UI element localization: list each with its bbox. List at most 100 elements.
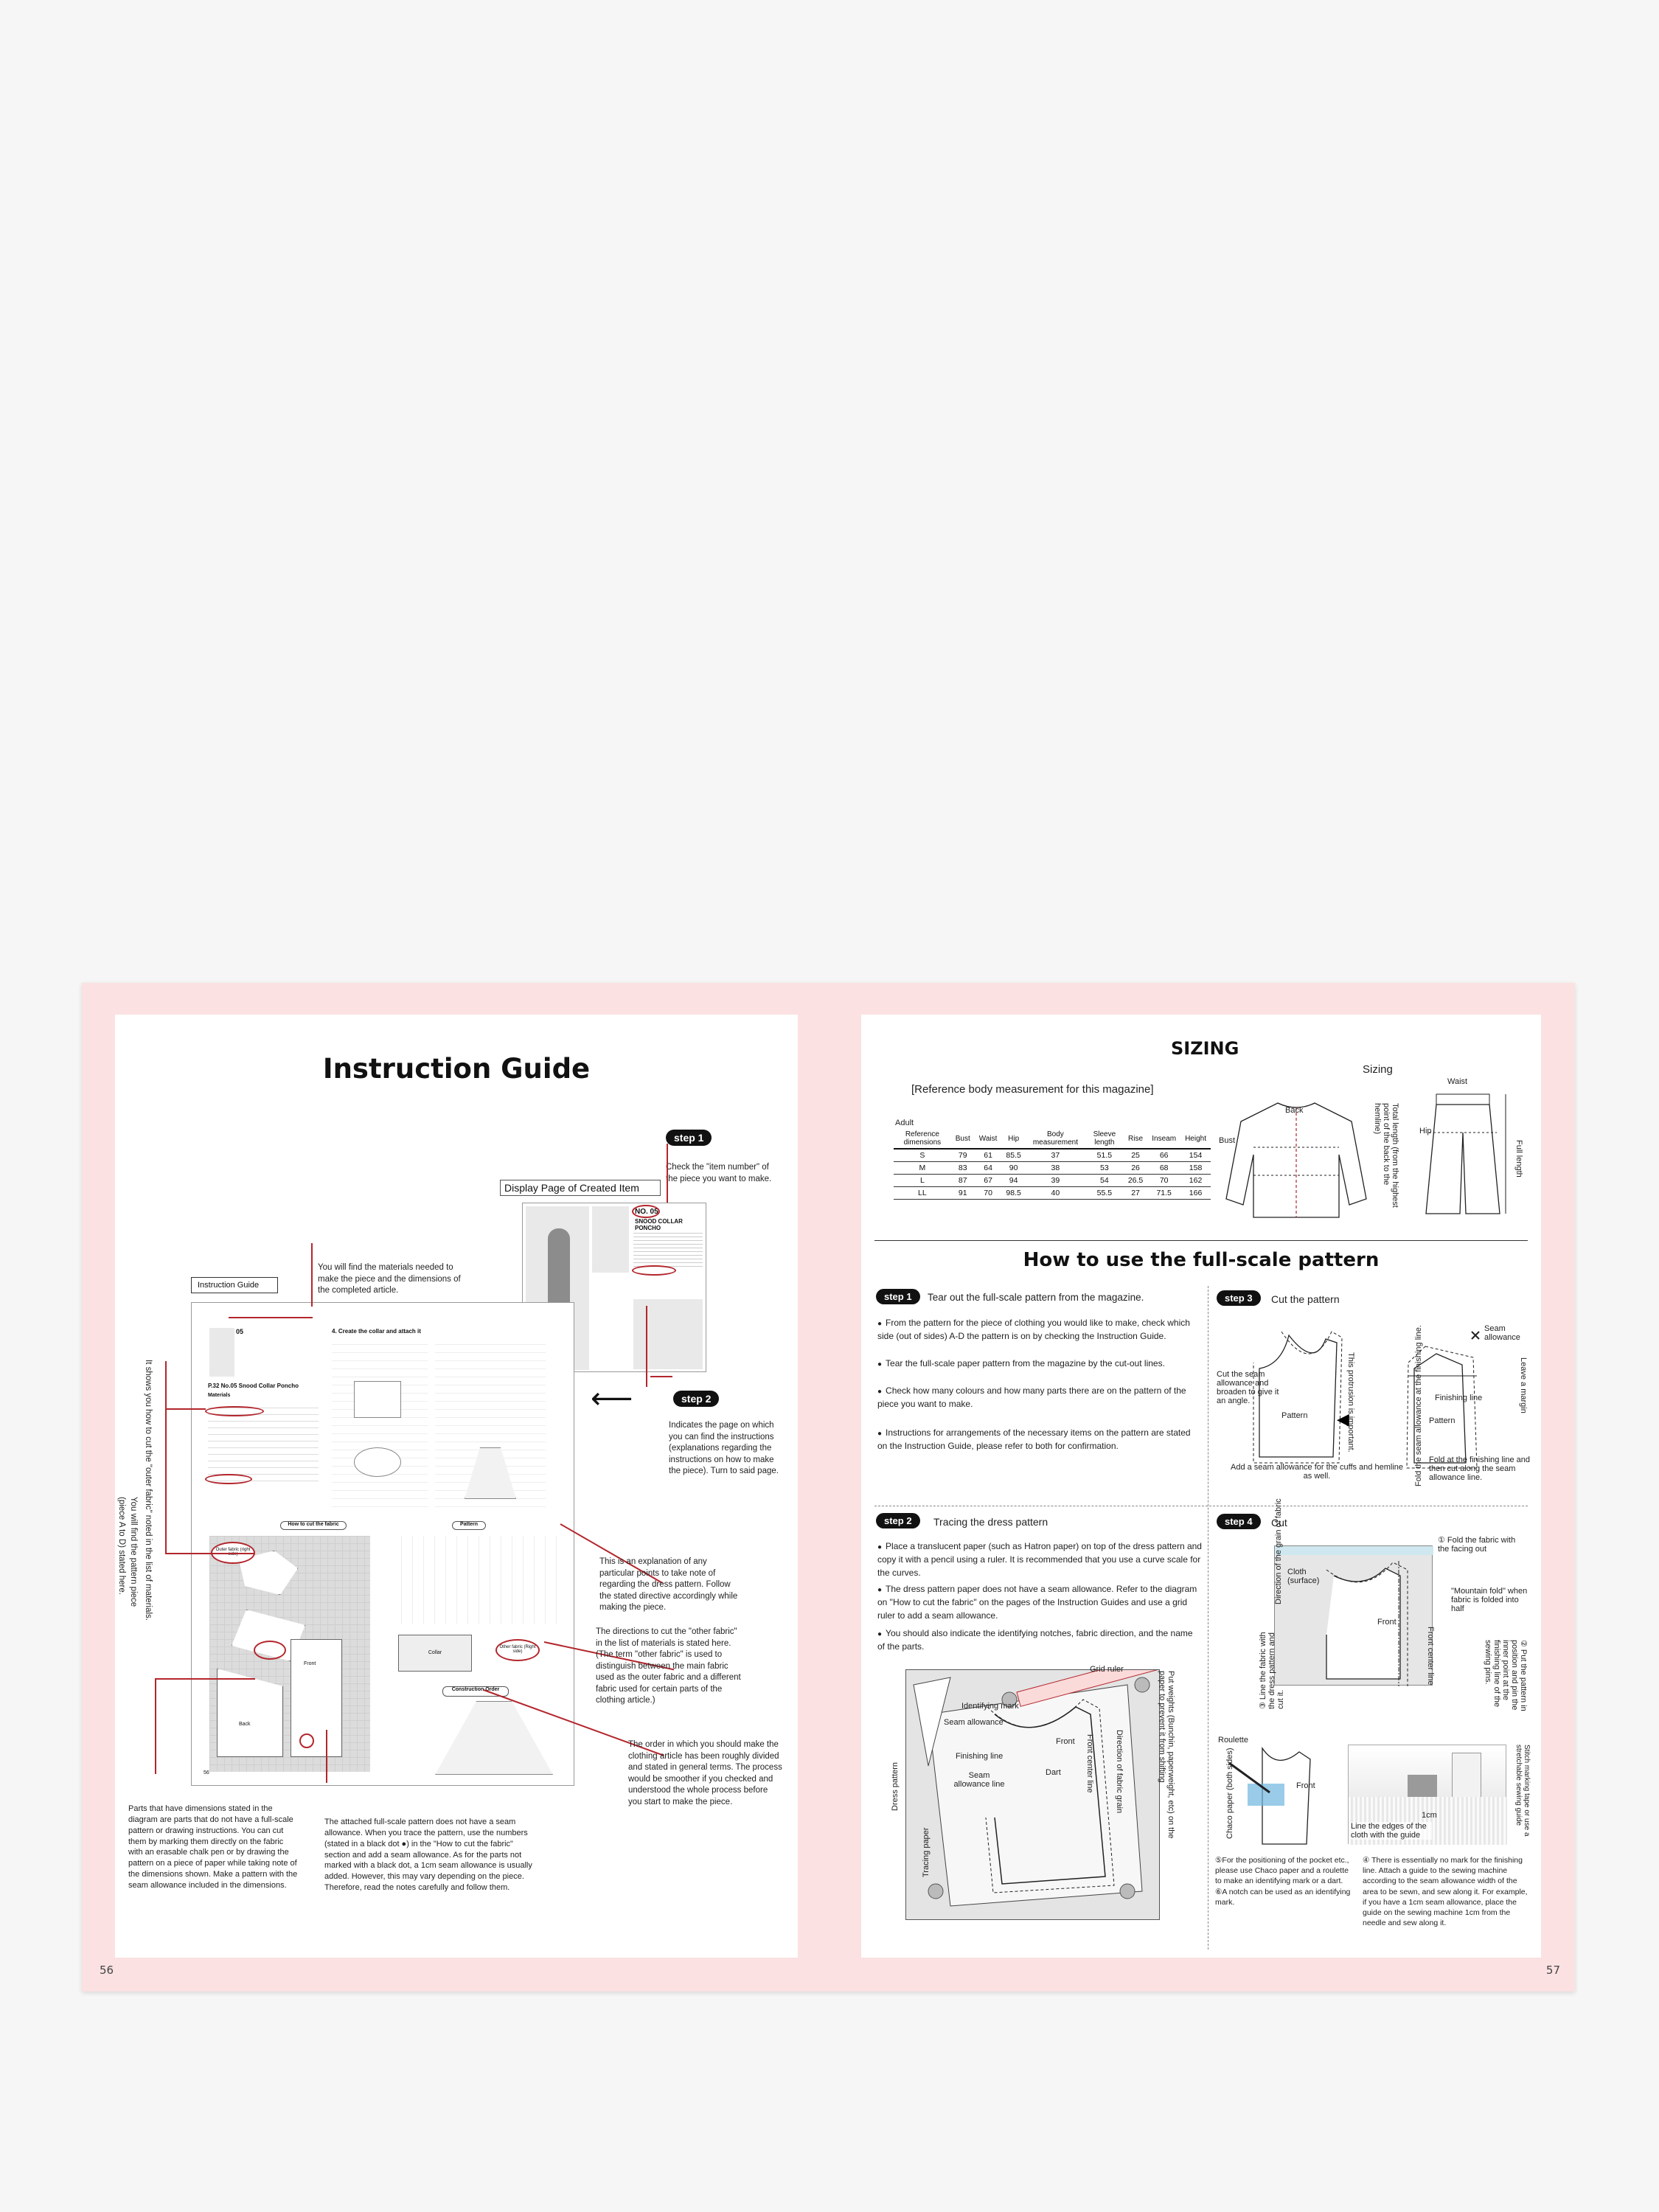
dimensions-leader [155, 1678, 156, 1774]
grain-label: Direction of the grain of fabric [1274, 1498, 1283, 1604]
size-cell: 83 [950, 1161, 975, 1175]
size-header-cell: Height [1180, 1129, 1211, 1150]
materials-note: You will find the materials needed to ma… [318, 1263, 461, 1295]
item-name: SNOOD COLLAR PONCHO [635, 1218, 683, 1231]
cut-leader-h [165, 1553, 254, 1554]
size-cell: 85.5 [1001, 1149, 1026, 1162]
dress-pattern-label: Dress pattern [891, 1761, 900, 1811]
mini-photo [209, 1328, 234, 1377]
mini-dimension-circle [254, 1641, 286, 1660]
mini-cutting-layout: Back Front Outer fabric (right side) [209, 1536, 370, 1772]
tracing-paper-label: Tracing paper [922, 1827, 931, 1877]
mini-collar-steps-2 [435, 1337, 546, 1514]
mini-seam-circle [299, 1733, 314, 1748]
arrow-left-icon: ⟵ [591, 1382, 633, 1415]
cut-fabric-svg [1275, 1546, 1433, 1686]
size-cell: 26 [1123, 1161, 1148, 1175]
finishing-line-label-2: Finishing line [956, 1752, 1004, 1761]
size-cell: 27 [1123, 1186, 1148, 1200]
mini-collar-rect: Collar [398, 1635, 472, 1672]
size-cell: 61 [974, 1149, 1002, 1162]
roulette-label: Roulette [1218, 1736, 1248, 1745]
magazine-spread: Instruction Guide step 1 Check the "item… [82, 983, 1575, 1992]
order-note: The order in which you should make the c… [628, 1740, 782, 1806]
back-label: Back [1285, 1106, 1304, 1115]
step4-badge: step 4 [1217, 1514, 1261, 1529]
mini-page-no: 56 [204, 1770, 209, 1775]
size-cell: 26.5 [1123, 1174, 1148, 1187]
explanation-note: This is an explanation of any particular… [599, 1557, 738, 1613]
size-cell: 71.5 [1147, 1186, 1181, 1200]
tracing-diagram-svg [913, 1653, 1164, 1907]
section-divider [874, 1240, 1528, 1241]
protrusion-label: This protrusion is important. [1346, 1352, 1355, 1453]
size-cell: 64 [974, 1161, 1002, 1175]
size-cell: 166 [1180, 1186, 1211, 1200]
step1-text: Check the "item number" of the piece you… [666, 1163, 772, 1183]
finishing-line-label: Finishing line [1435, 1394, 1483, 1402]
reference-title: [Reference body measurement for this mag… [911, 1083, 1154, 1096]
step1-bullet-1: From the pattern for the piece of clothi… [877, 1316, 1202, 1343]
front-label-2: Front [1377, 1618, 1397, 1627]
total-length-label: Total length (from the highest point of … [1373, 1103, 1399, 1208]
front-center-label-2: Front center line [1426, 1627, 1435, 1686]
other-fabric-note: The directions to cut the "other fabric"… [596, 1627, 741, 1705]
step1-badge: step 1 [876, 1289, 920, 1304]
pattern-b-label: Pattern [1429, 1416, 1455, 1425]
mini-front-label: Front [304, 1661, 316, 1666]
pants-figure [1425, 1093, 1506, 1214]
size-cell: 91 [950, 1186, 975, 1200]
cut-seam-label: Cut the seam allowance and broaden to gi… [1217, 1370, 1279, 1405]
size-cell: S [894, 1149, 951, 1162]
size-cell: 94 [1001, 1174, 1026, 1187]
fabric-grain-label: Direction of fabric grain [1115, 1730, 1124, 1814]
step3-diagram: ◀ [1253, 1331, 1480, 1469]
size-cell: 66 [1147, 1149, 1181, 1162]
leave-margin-label: Leave a margin [1519, 1357, 1528, 1413]
step2-badge: step 2 [876, 1513, 920, 1528]
size-cell: 67 [974, 1174, 1002, 1187]
sizing-label: Sizing [1363, 1063, 1393, 1076]
fold-cut-label: Fold at the finishing line and then cut … [1429, 1455, 1530, 1482]
item-number-circle [632, 1205, 660, 1218]
size-cell: 90 [1001, 1161, 1026, 1175]
step1-title: Tear out the full-scale pattern from the… [928, 1292, 1144, 1303]
full-length-label: Full length [1514, 1140, 1523, 1178]
step4-note-4: ④ There is essentially no mark for the f… [1363, 1856, 1528, 1928]
instruction-guide-thumbnail: 05 P.32 No.05 Snood Collar Poncho Materi… [191, 1302, 574, 1786]
right-page: SIZING [Reference body measurement for t… [861, 1015, 1541, 1958]
dimensions-note: Parts that have dimensions stated in the… [128, 1804, 298, 1890]
step2-bullet-3: You should also indicate the identifying… [877, 1627, 1202, 1653]
size-header-cell: Sleeve length [1085, 1129, 1124, 1150]
page-ref-circle [632, 1265, 676, 1276]
roulette-diagram [1228, 1746, 1311, 1845]
mini-back-label: Back [239, 1722, 251, 1727]
size-cell: 162 [1180, 1174, 1211, 1187]
mini-collar-steps [332, 1337, 428, 1514]
outer-fabric-leader [165, 1361, 167, 1553]
size-cell: 38 [1025, 1161, 1085, 1175]
size-cell: 25 [1123, 1149, 1148, 1162]
outer-fabric-note: It shows you how to cut the "outer fabri… [144, 1360, 153, 1621]
step2-text: Indicates the page on which you can find… [669, 1421, 779, 1476]
step2-badge: step 2 [673, 1391, 720, 1407]
front-label-3: Front [1296, 1781, 1315, 1790]
size-cell: 68 [1147, 1161, 1181, 1175]
mini-item-heading: P.32 No.05 Snood Collar Poncho [208, 1382, 299, 1389]
waist-label: Waist [1447, 1077, 1468, 1086]
step2-title: Tracing the dress pattern [933, 1516, 1048, 1528]
size-cell: 98.5 [1001, 1186, 1026, 1200]
step4-note-5: ⑤For the positioning of the pocket etc.,… [1215, 1856, 1351, 1907]
line-fabric-label: ③ Line the fabric with the dress pattern… [1259, 1632, 1285, 1709]
size-cell: 53 [1085, 1161, 1124, 1175]
instruction-guide-label: Instruction Guide [191, 1277, 278, 1293]
sizing-title: SIZING [1171, 1038, 1239, 1059]
step2-bullet-1: Place a translucent paper (such as Hatro… [877, 1540, 1202, 1579]
size-header-cell: Body measurement [1025, 1129, 1085, 1150]
right-page-number: 57 [1545, 1964, 1560, 1977]
pattern-a-label: Pattern [1281, 1411, 1308, 1420]
step1-leader [667, 1144, 668, 1239]
